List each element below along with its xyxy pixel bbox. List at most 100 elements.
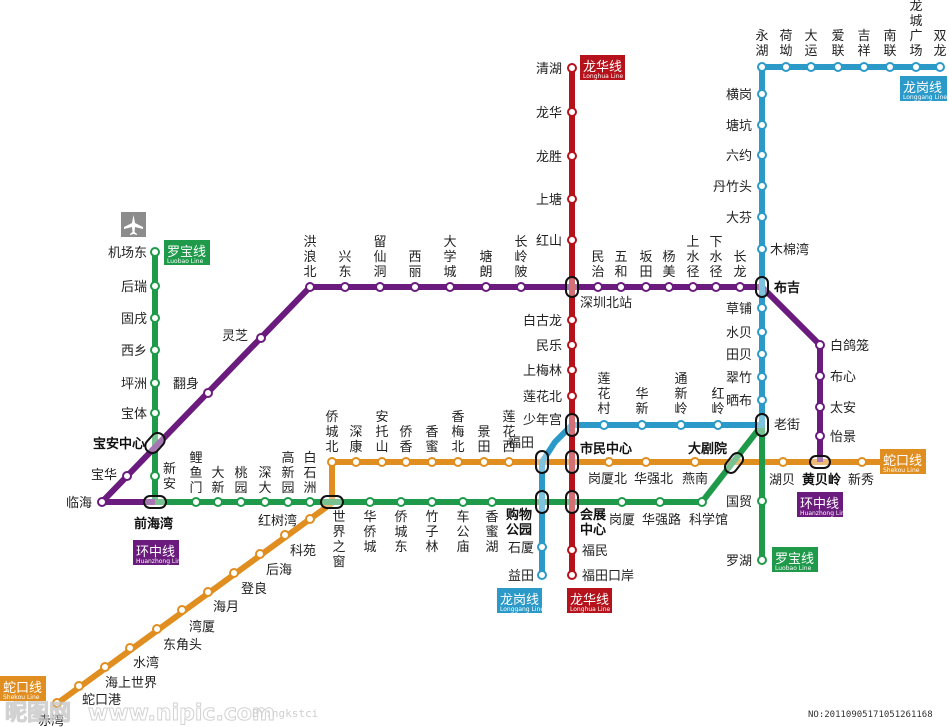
- svg-text:莲花北: 莲花北: [523, 389, 562, 405]
- svg-text:石厦: 石厦: [508, 541, 534, 556]
- svg-text:横岗: 横岗: [726, 88, 752, 103]
- station-label-char: 田: [477, 440, 490, 455]
- station-label-char: 大: [211, 466, 224, 481]
- station-label-char: 华: [363, 510, 376, 525]
- station-label-char: 田: [639, 265, 652, 280]
- longgang-labels: 横岗 塘坑 六约 丹竹头 大芬 草铺 水贝 田贝 翠竹 晒布 福田 石厦 益田: [508, 88, 752, 584]
- station-label-char: 鲤: [189, 451, 202, 466]
- svg-text:科学馆: 科学馆: [689, 512, 728, 528]
- huanzhong-labels: 临海 宝华 翻身 灵芝 白鸽笼 布心 太安 怡景 黄贝岭: [66, 328, 869, 511]
- station-label-char: 界: [332, 525, 345, 540]
- station-label-char: 侨: [363, 525, 376, 540]
- station-label-char: 上: [686, 235, 699, 250]
- station-label-char: 莲: [597, 372, 610, 387]
- svg-text:蛇口港: 蛇口港: [82, 693, 121, 708]
- svg-text:灵芝: 灵芝: [222, 328, 248, 344]
- station-label-char: 公: [456, 525, 469, 540]
- label-gouwu: 购物: [506, 507, 532, 523]
- svg-text:湖贝: 湖贝: [769, 473, 795, 488]
- station-label-char: 龙: [733, 265, 746, 280]
- station-label-char: 塘: [479, 249, 492, 265]
- station-label-char: 车: [456, 509, 469, 525]
- station-label-char: 永: [755, 29, 768, 44]
- station-label-char: 径: [709, 265, 722, 280]
- svg-text:六约: 六约: [726, 149, 752, 164]
- station-label-char: 华: [635, 387, 648, 402]
- station-label-char: 梅: [451, 425, 464, 440]
- station-label-char: 双: [933, 29, 946, 44]
- station-label-char: 香: [425, 425, 438, 440]
- station-label-char: 浪: [303, 250, 316, 265]
- station-label-char: 园: [234, 481, 247, 496]
- huanzhong-line-path: [99, 284, 823, 505]
- svg-text:Longgang Line: Longgang Line: [500, 606, 544, 613]
- svg-text:福田: 福田: [508, 436, 534, 451]
- station-label-char: 通: [674, 372, 687, 387]
- station-label-char: 东: [394, 540, 407, 555]
- station-label-char: 水: [686, 250, 699, 265]
- badge-luobao-bottom: 罗宝线 Luobao Line: [772, 547, 818, 572]
- svg-text:西乡: 西乡: [121, 344, 147, 359]
- station-label-char: 民: [591, 250, 604, 265]
- station-label-char: 香: [399, 440, 412, 455]
- svg-text:燕南: 燕南: [682, 471, 708, 487]
- svg-text:益田: 益田: [508, 569, 534, 584]
- svg-text:白鸽笼: 白鸽笼: [830, 338, 869, 354]
- station-label-char: 新: [211, 480, 224, 496]
- station-label-char: 洪: [303, 235, 316, 250]
- station-label-char: 荷: [779, 29, 792, 44]
- station-label-char: 朗: [479, 265, 492, 280]
- svg-text:新秀: 新秀: [848, 472, 874, 488]
- station-label-char: 岭: [514, 250, 527, 265]
- station-label-char: 山: [375, 440, 388, 455]
- station-label-char: 康: [349, 439, 362, 455]
- station-label-char: 香: [485, 510, 498, 525]
- station-label-char: 桃: [234, 466, 247, 481]
- svg-text:少年宫: 少年宫: [523, 413, 562, 428]
- longhua-labels-right: 深圳北站 市民中心 会展 中心 福民 福田口岸: [580, 296, 634, 584]
- station-label-char: 岭: [711, 402, 724, 417]
- svg-text:www.nipic.com: www.nipic.com: [88, 701, 275, 726]
- svg-text:草铺: 草铺: [726, 302, 752, 317]
- station-label-char: 西: [408, 250, 421, 265]
- station-label-char: 北: [325, 440, 338, 455]
- station-label-char: 美: [662, 265, 675, 280]
- svg-text:蛇口线: 蛇口线: [883, 454, 922, 469]
- station-label-char: 龙: [933, 44, 946, 59]
- svg-text:Longhua Line: Longhua Line: [570, 606, 611, 613]
- svg-text:上梅林: 上梅林: [523, 364, 562, 379]
- svg-text:清湖: 清湖: [536, 62, 562, 77]
- station-label-char: 城: [443, 265, 456, 280]
- station-label-char: 和: [614, 265, 627, 280]
- station-label-char: 鱼: [189, 465, 202, 481]
- station-label-char: 学: [443, 249, 456, 265]
- station-label-char: 园: [281, 481, 294, 496]
- svg-text:赤湾: 赤湾: [38, 713, 64, 727]
- svg-text:上塘: 上塘: [536, 192, 562, 208]
- station-label-char: 广: [909, 29, 922, 44]
- watermark: 昵图网 www.nipic.com BY:ngkstci NO:20110905…: [5, 701, 933, 727]
- svg-text:昵图网: 昵图网: [5, 701, 71, 726]
- svg-text:田贝: 田贝: [726, 348, 752, 363]
- station-label-char: 运: [804, 44, 817, 59]
- interchange-markers: [143, 276, 831, 514]
- svg-text:国贸: 国贸: [726, 495, 752, 510]
- svg-text:翠竹: 翠竹: [726, 371, 752, 386]
- vertical-station-labels: 永湖荷坳大运爱联吉祥南联龙城广场双龙洪浪北兴东留仙洞西丽大学城塘朗长岭陂民治五和…: [163, 0, 947, 570]
- station-label-char: 联: [831, 44, 844, 59]
- svg-text:宝华: 宝华: [91, 468, 117, 483]
- svg-text:市民中心: 市民中心: [580, 441, 632, 457]
- station-dots: [52, 62, 945, 708]
- label-laojie: 老街: [774, 418, 800, 433]
- svg-text:罗宝线: 罗宝线: [775, 552, 814, 567]
- station-label-char: 径: [686, 265, 699, 280]
- station-label-char: 水: [709, 250, 722, 265]
- svg-text:Huanzhong Line: Huanzhong Line: [136, 558, 185, 565]
- svg-text:登良: 登良: [241, 581, 267, 597]
- badge-huanzhong-left: 环中线 Huanzhong Line: [133, 540, 185, 565]
- svg-text:Longhua Line: Longhua Line: [583, 73, 624, 80]
- svg-text:龙岗线: 龙岗线: [903, 81, 942, 96]
- svg-text:大芬: 大芬: [726, 211, 752, 226]
- svg-text:晒布: 晒布: [726, 394, 752, 409]
- station-label-char: 侨: [399, 425, 412, 440]
